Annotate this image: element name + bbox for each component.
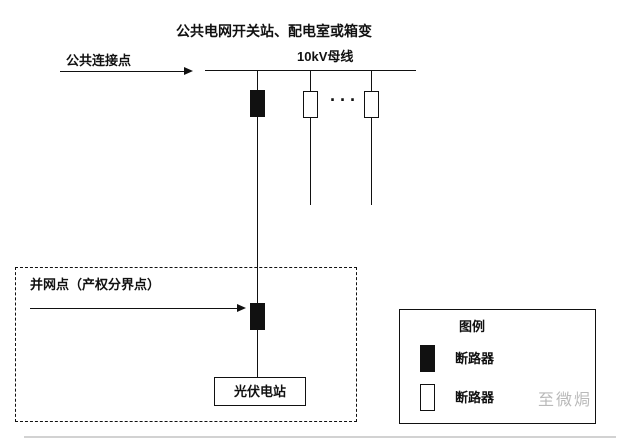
breaker-closed-icon — [420, 345, 435, 372]
bottom-divider-line — [24, 436, 616, 438]
grid-point-arrow-line — [30, 308, 237, 309]
breaker-closed-icon — [250, 90, 265, 117]
busbar-label: 10kV母线 — [297, 49, 354, 64]
more-feeders-ellipsis: ··· — [330, 90, 360, 110]
legend-box: 图例 断路器 断路器 — [399, 309, 596, 424]
feeder-line-2 — [310, 70, 311, 205]
main-feeder-line — [257, 70, 258, 377]
breaker-open-icon — [364, 91, 379, 118]
legend-item-label: 断路器 — [455, 390, 495, 405]
breaker-open-icon — [420, 384, 435, 411]
legend-item-label: 断路器 — [455, 351, 495, 366]
diagram-title: 公共电网开关站、配电室或箱变 — [176, 23, 372, 39]
pcc-arrow-line — [60, 71, 184, 72]
watermark-text: 至微焗 — [538, 392, 593, 409]
property-boundary-box — [15, 267, 357, 422]
grid-point-label: 并网点（产权分界点） — [30, 277, 161, 292]
pv-station-box: 光伏电站 — [214, 377, 306, 406]
breaker-closed-icon — [250, 303, 265, 330]
legend-title: 图例 — [459, 319, 486, 334]
feeder-line-3 — [371, 70, 372, 205]
pcc-label: 公共连接点 — [66, 53, 132, 68]
grid-point-arrow-head-icon — [237, 304, 246, 312]
breaker-open-icon — [303, 91, 318, 118]
pcc-arrow-head-icon — [184, 67, 193, 75]
